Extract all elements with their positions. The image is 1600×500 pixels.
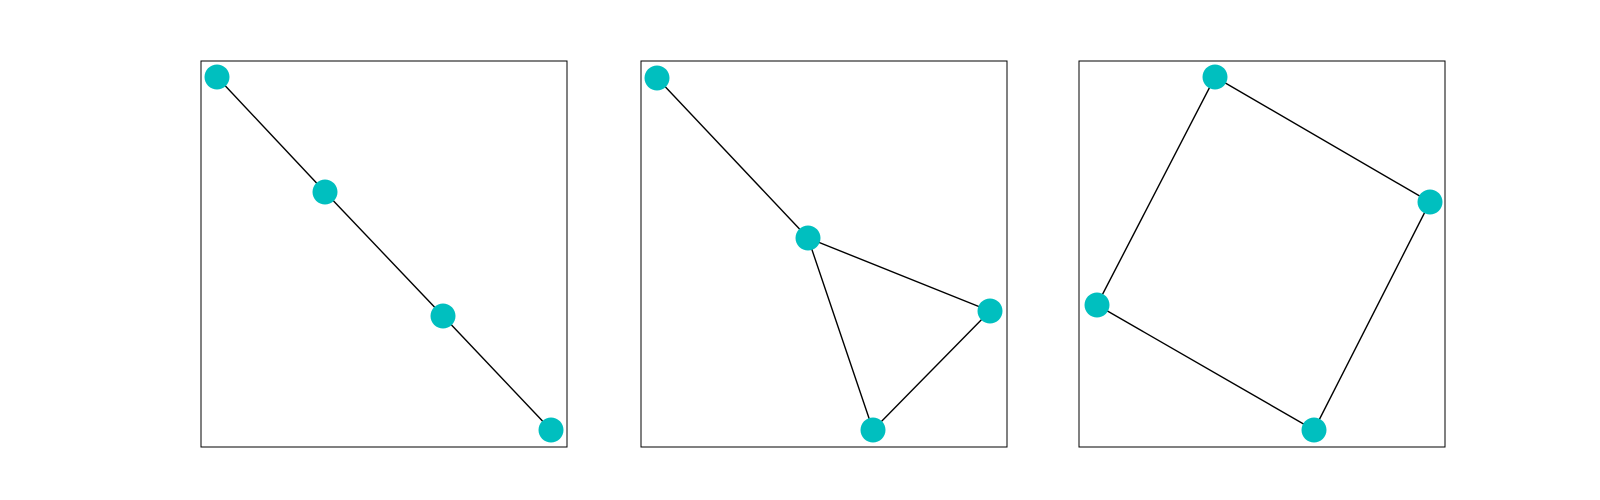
node-layer-3 bbox=[1084, 64, 1443, 443]
edge-layer-3 bbox=[1096, 76, 1431, 431]
edge-b-d bbox=[807, 237, 874, 431]
node-b bbox=[312, 179, 338, 205]
node-c bbox=[977, 298, 1003, 324]
edge-b-c bbox=[807, 237, 991, 312]
graph-panel-2 bbox=[640, 60, 1008, 448]
graph-panel-1 bbox=[200, 60, 568, 448]
node-a bbox=[204, 64, 230, 90]
panel-frame-1 bbox=[200, 60, 568, 448]
panel-frame-3 bbox=[1078, 60, 1446, 448]
edge-layer-2 bbox=[656, 77, 991, 431]
edge-layer-1 bbox=[216, 76, 552, 431]
node-b bbox=[795, 225, 821, 251]
edge-a-b bbox=[1214, 76, 1431, 203]
edge-c-d bbox=[872, 310, 991, 431]
node-c bbox=[1084, 292, 1110, 318]
panel-frame-2 bbox=[640, 60, 1008, 448]
node-c bbox=[430, 303, 456, 329]
edge-a-b bbox=[216, 76, 326, 193]
edge-d-c bbox=[1096, 304, 1315, 431]
edge-a-b bbox=[656, 77, 809, 239]
node-a bbox=[1202, 64, 1228, 90]
edge-c-a bbox=[1096, 76, 1216, 306]
node-a bbox=[644, 65, 670, 91]
node-d bbox=[860, 417, 886, 443]
edge-b-c bbox=[324, 191, 444, 317]
node-layer-1 bbox=[204, 64, 564, 443]
edge-b-d bbox=[1313, 201, 1431, 431]
node-d bbox=[1301, 417, 1327, 443]
node-d bbox=[538, 417, 564, 443]
node-b bbox=[1417, 189, 1443, 215]
node-layer-2 bbox=[644, 65, 1003, 443]
edge-c-d bbox=[442, 315, 552, 431]
graph-panel-3 bbox=[1078, 60, 1446, 448]
